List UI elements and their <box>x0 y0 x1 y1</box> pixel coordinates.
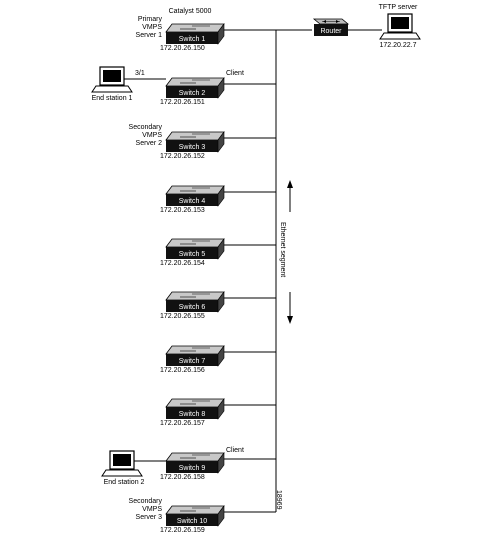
router-icon <box>312 18 350 36</box>
switch-icon: Switch 7 <box>165 345 276 367</box>
catalyst-label: Catalyst 5000 <box>168 8 212 15</box>
switch-ip-label: 172.20.26.158 <box>160 474 205 481</box>
end-station-1-label: End station 1 <box>91 95 133 102</box>
switch-ip-label: 172.20.26.150 <box>160 45 205 52</box>
switch-name: Switch 5 <box>179 251 206 258</box>
switch-ip-label: 172.20.26.159 <box>160 527 205 534</box>
switch-name: Switch 1 <box>179 36 206 43</box>
switch-icon: Switch 2 <box>165 77 276 99</box>
switch-icon: Switch 3 <box>165 131 276 153</box>
ethernet-segment-label: Ethernet segment <box>279 222 286 278</box>
switch-name: Switch 3 <box>179 144 206 151</box>
switch-icon: Switch 8 <box>165 398 276 420</box>
tftp-server-ip: 172.20.22.7 <box>379 42 417 49</box>
switch-ip-label: 172.20.26.151 <box>160 99 205 106</box>
switch-role-label: Secondary <box>128 498 162 505</box>
tftp-server-computer-icon <box>379 13 421 40</box>
switch-icon: Switch 5 <box>165 238 276 260</box>
switch-role-label: VMPS <box>142 24 162 31</box>
figure-id: 18969 <box>275 490 282 510</box>
switch-role-label: VMPS <box>142 506 162 513</box>
switch-role-label: Server 1 <box>135 32 162 39</box>
switch-icon: Switch 1 <box>165 23 276 45</box>
switch-role-label: Server 3 <box>135 514 162 521</box>
port-label: 3/1 <box>135 70 145 77</box>
router-label: Router <box>320 28 342 35</box>
client-label-bottom: Client <box>226 447 244 454</box>
switch-icon: Switch 4 <box>165 185 276 207</box>
end-station-2-computer-icon <box>101 450 143 477</box>
end-station-2-label: End station 2 <box>103 479 145 486</box>
switch-role-label: Server 2 <box>135 140 162 147</box>
switch-name: Switch 10 <box>177 518 207 525</box>
switch-name: Switch 4 <box>179 198 206 205</box>
switch-icon: Switch 9 <box>165 452 276 474</box>
client-label-top: Client <box>226 70 244 77</box>
tftp-server-label: TFTP server <box>378 4 418 11</box>
switch-role-label: Primary <box>137 16 162 23</box>
switch-role-label: Secondary <box>128 124 162 131</box>
switch-ip-label: 172.20.26.157 <box>160 420 205 427</box>
switch-ip-label: 172.20.26.153 <box>160 207 205 214</box>
switch-name: Switch 2 <box>179 90 206 97</box>
switch-icon: Switch 6 <box>165 291 276 313</box>
end-station-1-computer-icon <box>91 66 133 93</box>
switch-name: Switch 6 <box>179 304 206 311</box>
switch-name: Switch 9 <box>179 465 206 472</box>
switch-role-label: VMPS <box>142 132 162 139</box>
switch-icon: Switch 10 <box>165 505 276 527</box>
switch-ip-label: 172.20.26.156 <box>160 367 205 374</box>
switch-ip-label: 172.20.26.154 <box>160 260 205 267</box>
switch-ip-label: 172.20.26.152 <box>160 153 205 160</box>
switch-name: Switch 7 <box>179 358 206 365</box>
switch-ip-label: 172.20.26.155 <box>160 313 205 320</box>
switch-name: Switch 8 <box>179 411 206 418</box>
